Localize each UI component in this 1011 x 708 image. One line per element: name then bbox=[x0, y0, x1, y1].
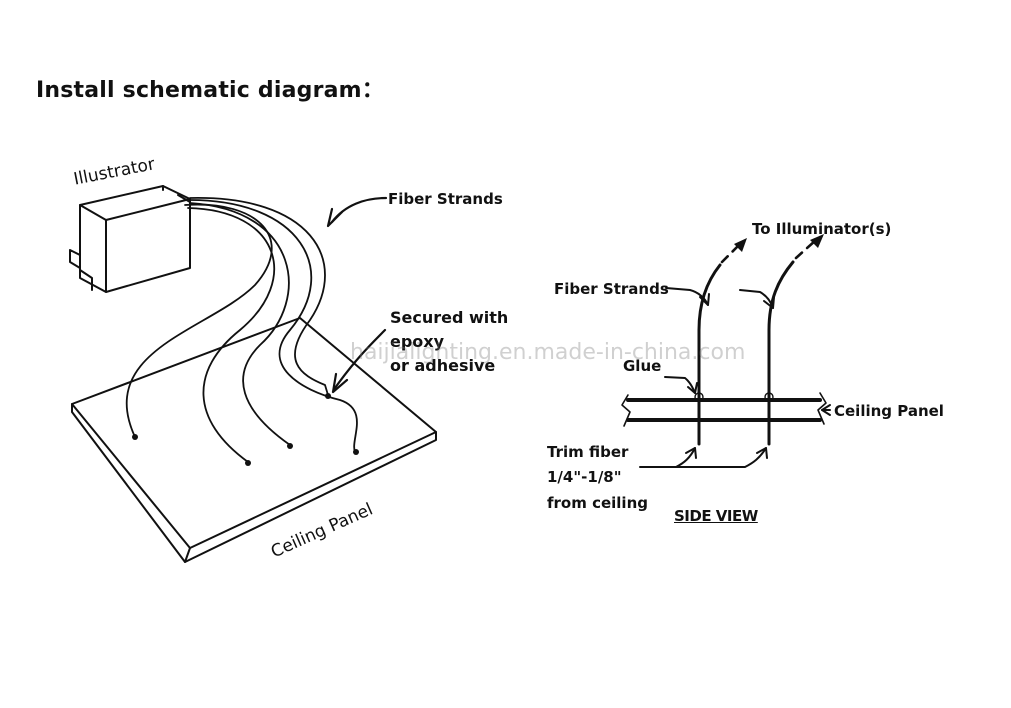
label-fiber-strands-iso: Fiber Strands bbox=[388, 190, 503, 208]
side-view-panels bbox=[621, 392, 827, 427]
glue-dots bbox=[694, 392, 774, 402]
label-side-view: SIDE VIEW bbox=[674, 507, 758, 525]
leader-arrows-side bbox=[639, 287, 831, 468]
fiber-ends-iso bbox=[132, 393, 359, 466]
side-view-fiber-arrowheads bbox=[734, 234, 824, 252]
label-secured-line2: epoxy bbox=[390, 332, 445, 351]
illuminator-box bbox=[69, 185, 191, 293]
page-title: Install schematic diagram： bbox=[36, 78, 384, 103]
label-secured-line3: or adhesive bbox=[390, 356, 496, 375]
label-fiber-strands-side: Fiber Strands bbox=[554, 280, 669, 298]
label-glue: Glue bbox=[623, 357, 662, 375]
fiber-strands-iso bbox=[126, 197, 358, 463]
label-secured-line1: Secured with bbox=[390, 308, 509, 327]
ceiling-panel-iso bbox=[71, 317, 437, 563]
leader-arrows-iso bbox=[326, 196, 388, 394]
watermark-text: haijialighting.en.made-in-china.com bbox=[350, 340, 746, 365]
label-trim-line1: Trim fiber bbox=[547, 443, 629, 461]
label-ceiling-panel-side: Ceiling Panel bbox=[834, 402, 944, 420]
label-trim-line2: 1/4"-1/8" bbox=[547, 468, 622, 486]
label-to-illuminator: To Illuminator(s) bbox=[752, 220, 892, 238]
label-trim-line3: from ceiling bbox=[547, 494, 648, 512]
side-view-fibers bbox=[697, 260, 795, 446]
